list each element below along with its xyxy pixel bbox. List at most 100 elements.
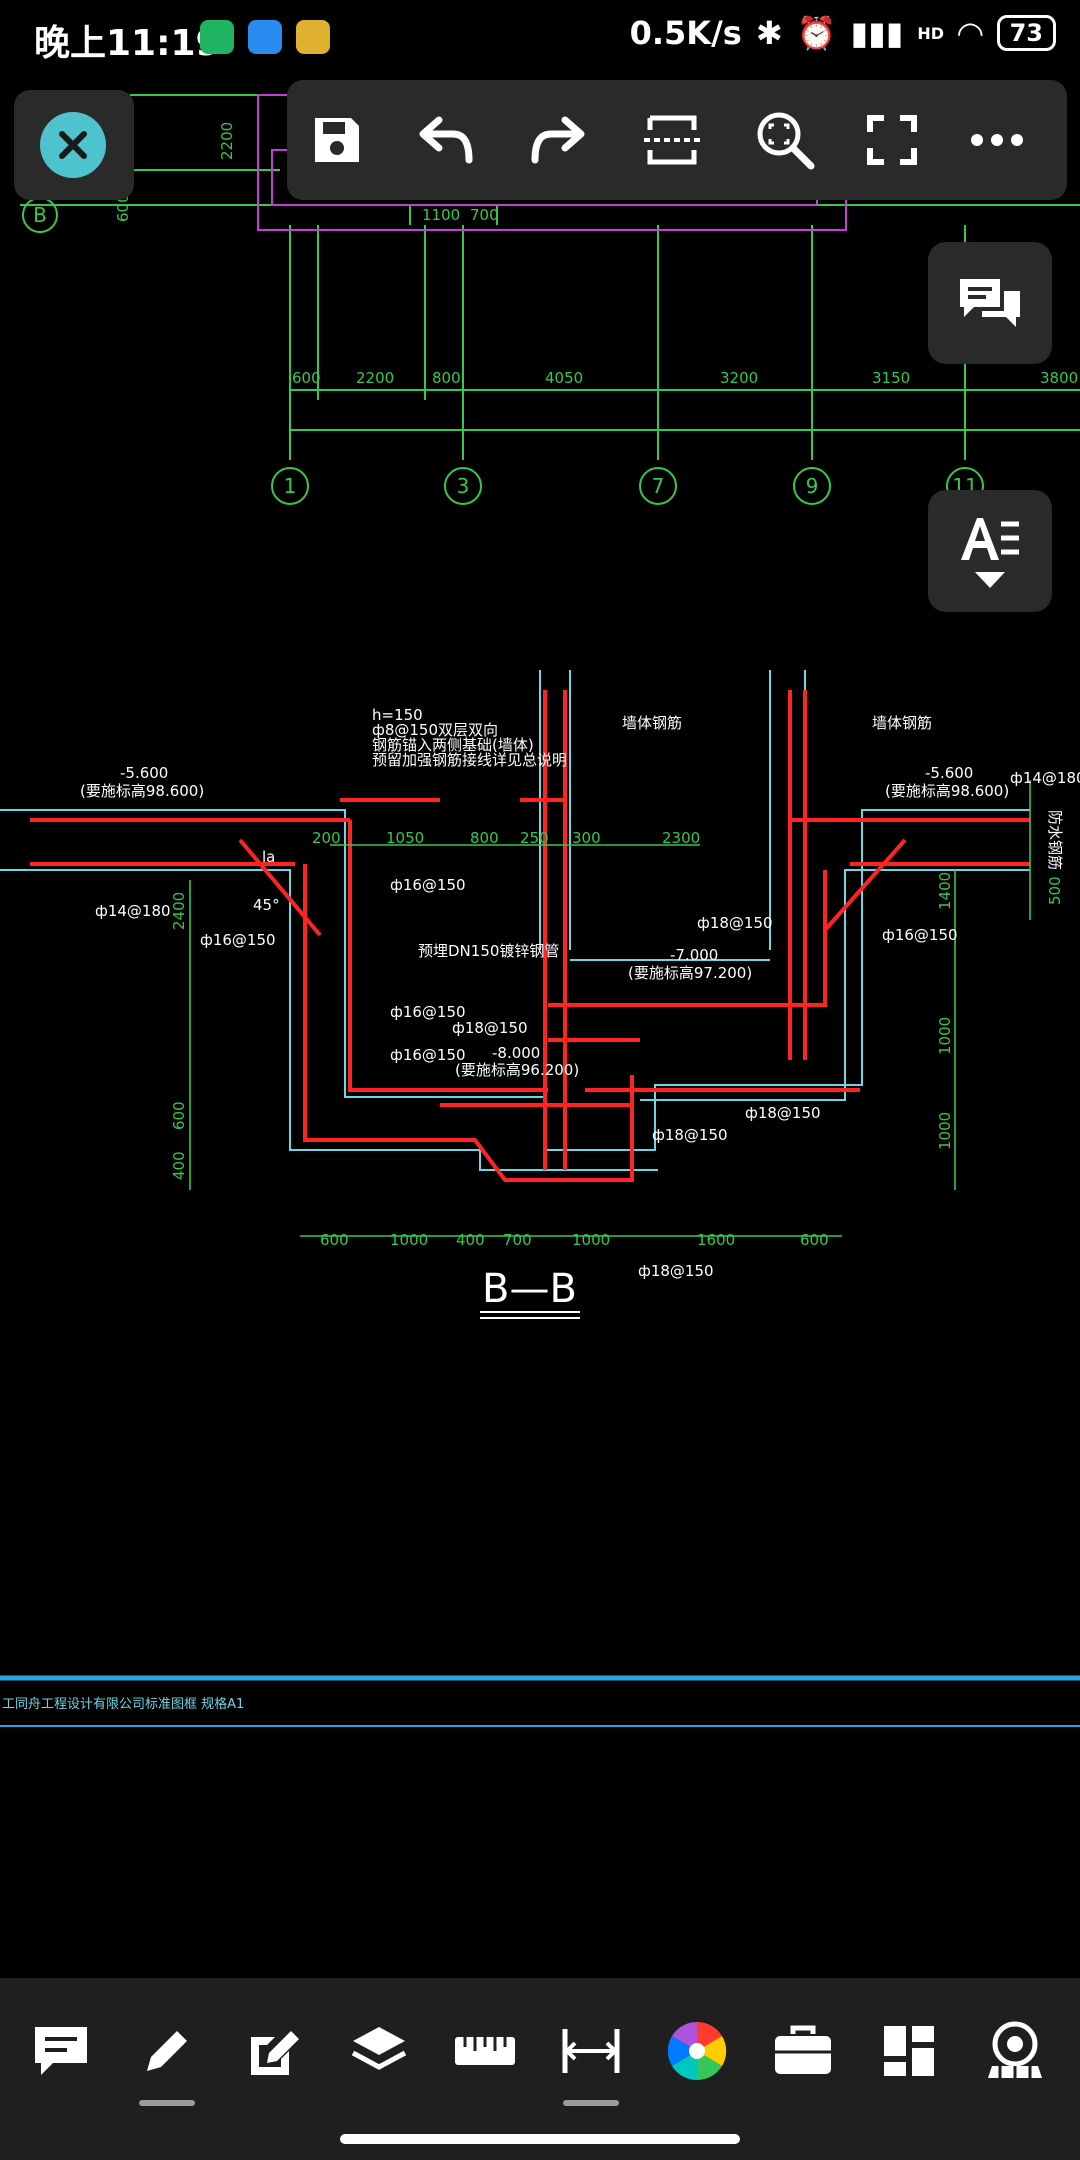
- shield-app-icon: [200, 20, 234, 54]
- svg-text:2300: 2300: [662, 829, 700, 847]
- svg-text:ф14@180: ф14@180: [95, 902, 171, 920]
- edit-icon: [251, 2031, 299, 2075]
- svg-text:ф16@150: ф16@150: [390, 876, 466, 894]
- svg-text:-5.600: -5.600: [925, 764, 973, 782]
- section-notes: h=150 ф8@150双层双向 钢筋锚入两侧基础(墙体) 预留加强钢筋接线详见…: [80, 706, 1080, 1280]
- svg-text:ф8@150双层双向: ф8@150双层双向: [372, 721, 498, 739]
- comment-icon: [35, 2027, 87, 2075]
- undo-button[interactable]: [397, 80, 497, 200]
- net-speed: 0.5K/s: [629, 14, 742, 52]
- svg-text:工同舟工程设计有限公司标准图框 规格A1: 工同舟工程设计有限公司标准图框 规格A1: [2, 1696, 244, 1712]
- status-bar: 晚上11:19 0.5K/s ✱ ⏰ ▮▮▮ HD ◠ 73: [0, 0, 1080, 75]
- svg-text:1000: 1000: [390, 1231, 428, 1249]
- svg-text:700: 700: [503, 1231, 532, 1249]
- svg-text:600: 600: [320, 1231, 349, 1249]
- zoom-fit-button[interactable]: [735, 80, 835, 200]
- svg-text:ф18@150: ф18@150: [652, 1126, 728, 1144]
- comment-button[interactable]: [18, 2008, 104, 2094]
- svg-text:1000: 1000: [572, 1231, 610, 1249]
- toolbox-button[interactable]: [760, 2008, 846, 2094]
- wifi-icon: ◠: [957, 14, 983, 52]
- more-button[interactable]: [947, 80, 1047, 200]
- svg-text:7: 7: [652, 474, 665, 498]
- battery-icon: 73: [996, 15, 1056, 51]
- svg-text:700: 700: [470, 206, 499, 224]
- svg-text:800: 800: [470, 829, 499, 847]
- pen-active-indicator: [139, 2100, 195, 2106]
- svg-text:B: B: [33, 203, 47, 227]
- svg-text:600: 600: [114, 193, 132, 222]
- layers-button[interactable]: [336, 2008, 422, 2094]
- chat-icon: [960, 279, 1020, 327]
- close-button[interactable]: [40, 112, 106, 178]
- redo-icon: [531, 116, 585, 164]
- svg-text:250: 250: [520, 829, 549, 847]
- svg-text:-5.600: -5.600: [120, 764, 168, 782]
- svg-text:ф16@150: ф16@150: [390, 1046, 466, 1064]
- svg-text:1400: 1400: [936, 872, 954, 910]
- dimension-active-indicator: [563, 2100, 619, 2106]
- svg-text:预留加强钢筋接线详见总说明: 预留加强钢筋接线详见总说明: [372, 751, 567, 769]
- color-wheel-icon: [667, 2021, 727, 2081]
- svg-text:3800: 3800: [1040, 369, 1078, 387]
- drawing-info-button[interactable]: [972, 2008, 1058, 2094]
- fullscreen-button[interactable]: [842, 80, 942, 200]
- home-indicator[interactable]: [340, 2134, 740, 2144]
- redo-button[interactable]: [507, 80, 607, 200]
- svg-text:ф16@150: ф16@150: [882, 926, 958, 944]
- cad-canvas[interactable]: 600 2200 800 4050 3200 3150 3800 1100 70…: [0, 75, 1080, 1975]
- section-button[interactable]: [622, 80, 722, 200]
- grid-button[interactable]: [866, 2008, 952, 2094]
- undo-icon: [419, 116, 473, 164]
- save-button[interactable]: [287, 80, 387, 200]
- section-dim-text: 200 1050 800 250 300 2300 600 1000 400 7…: [170, 829, 1064, 1249]
- chat-button[interactable]: [928, 242, 1052, 364]
- svg-text:600: 600: [292, 369, 321, 387]
- svg-text:预埋DN150镀锌钢管: 预埋DN150镀锌钢管: [418, 942, 559, 960]
- bluetooth-icon: ✱: [755, 14, 783, 52]
- status-time: 晚上11:19: [34, 23, 221, 64]
- svg-text:ф18@150: ф18@150: [745, 1104, 821, 1122]
- color-button[interactable]: [654, 2008, 740, 2094]
- pen-button[interactable]: [124, 2008, 210, 2094]
- svg-text:ф18@150: ф18@150: [638, 1262, 714, 1280]
- pen-icon: [147, 2031, 187, 2071]
- close-panel: [14, 90, 134, 200]
- status-right: 0.5K/s ✱ ⏰ ▮▮▮ HD ◠ 73: [630, 14, 1056, 52]
- zoom-fit-icon: [757, 112, 815, 170]
- svg-text:400: 400: [456, 1231, 485, 1249]
- svg-text:2400: 2400: [170, 892, 188, 930]
- svg-text:墙体钢筋: 墙体钢筋: [872, 714, 932, 732]
- svg-text:ф14@180: ф14@180: [1010, 769, 1080, 787]
- cloud-app-icon: [248, 20, 282, 54]
- section-icon: [644, 115, 700, 165]
- save-icon: [315, 118, 359, 162]
- svg-text:500: 500: [1046, 876, 1064, 905]
- text-format-button[interactable]: [928, 490, 1052, 612]
- rebar-lines: [30, 690, 1030, 1182]
- svg-text:600: 600: [170, 1101, 188, 1130]
- svg-text:4050: 4050: [545, 369, 583, 387]
- hd-badge: HD: [917, 23, 944, 43]
- svg-text:300: 300: [572, 829, 601, 847]
- svg-text:200: 200: [312, 829, 341, 847]
- section-dim-lines: [189, 780, 1031, 1237]
- svg-text:3200: 3200: [720, 369, 758, 387]
- svg-text:-7.000: -7.000: [670, 946, 718, 964]
- dimension-button[interactable]: [548, 2008, 634, 2094]
- svg-text:1100: 1100: [422, 206, 460, 224]
- bottom-toolbar: [0, 1978, 1080, 2160]
- svg-text:钢筋锚入两侧基础(墙体): 钢筋锚入两侧基础(墙体): [372, 736, 534, 754]
- svg-text:-8.000: -8.000: [492, 1044, 540, 1062]
- svg-text:(要施标高96.200): (要施标高96.200): [455, 1061, 579, 1079]
- title-block: 工同舟工程设计有限公司标准图框 规格A1: [0, 1675, 1080, 1727]
- svg-text:1000: 1000: [936, 1017, 954, 1055]
- layers-icon: [351, 2027, 407, 2070]
- section-title: B—B: [480, 1266, 580, 1319]
- edit-button[interactable]: [230, 2008, 316, 2094]
- dimension-icon: [562, 2029, 620, 2073]
- svg-text:3150: 3150: [872, 369, 910, 387]
- ruler-button[interactable]: [442, 2008, 528, 2094]
- ruler-icon: [455, 2037, 515, 2065]
- alarm-icon: ⏰: [796, 14, 837, 52]
